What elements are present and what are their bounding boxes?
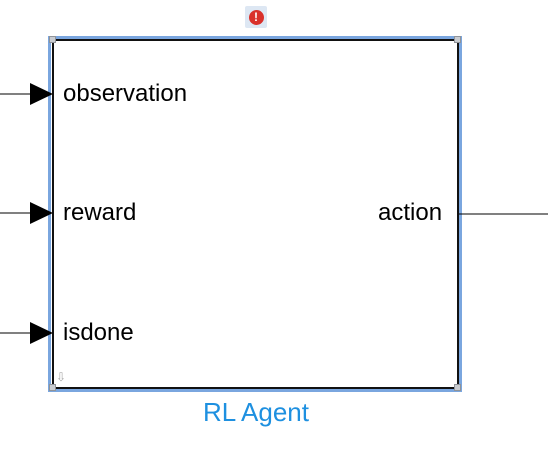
port-label-reward: reward (63, 199, 137, 226)
port-label-isdone: isdone (63, 319, 134, 346)
resize-handle-bottom-left[interactable] (49, 384, 56, 391)
input-port-arrow-isdone (30, 322, 53, 344)
resize-handle-top-right[interactable] (454, 36, 461, 43)
resize-handle-top-left[interactable] (49, 36, 56, 43)
port-label-observation: observation (63, 80, 188, 107)
input-port-arrow-reward (30, 202, 53, 224)
block-name-label[interactable]: RL Agent (202, 397, 309, 427)
error-badge[interactable]: ! (245, 6, 267, 28)
input-port-arrow-observation (30, 83, 53, 105)
rl-agent-block[interactable] (52, 39, 459, 389)
resize-handle-bottom-right[interactable] (454, 384, 461, 391)
port-label-action: action (378, 199, 443, 226)
subsystem-arrow-icon: ⇩ (56, 370, 67, 384)
error-icon: ! (248, 9, 264, 25)
